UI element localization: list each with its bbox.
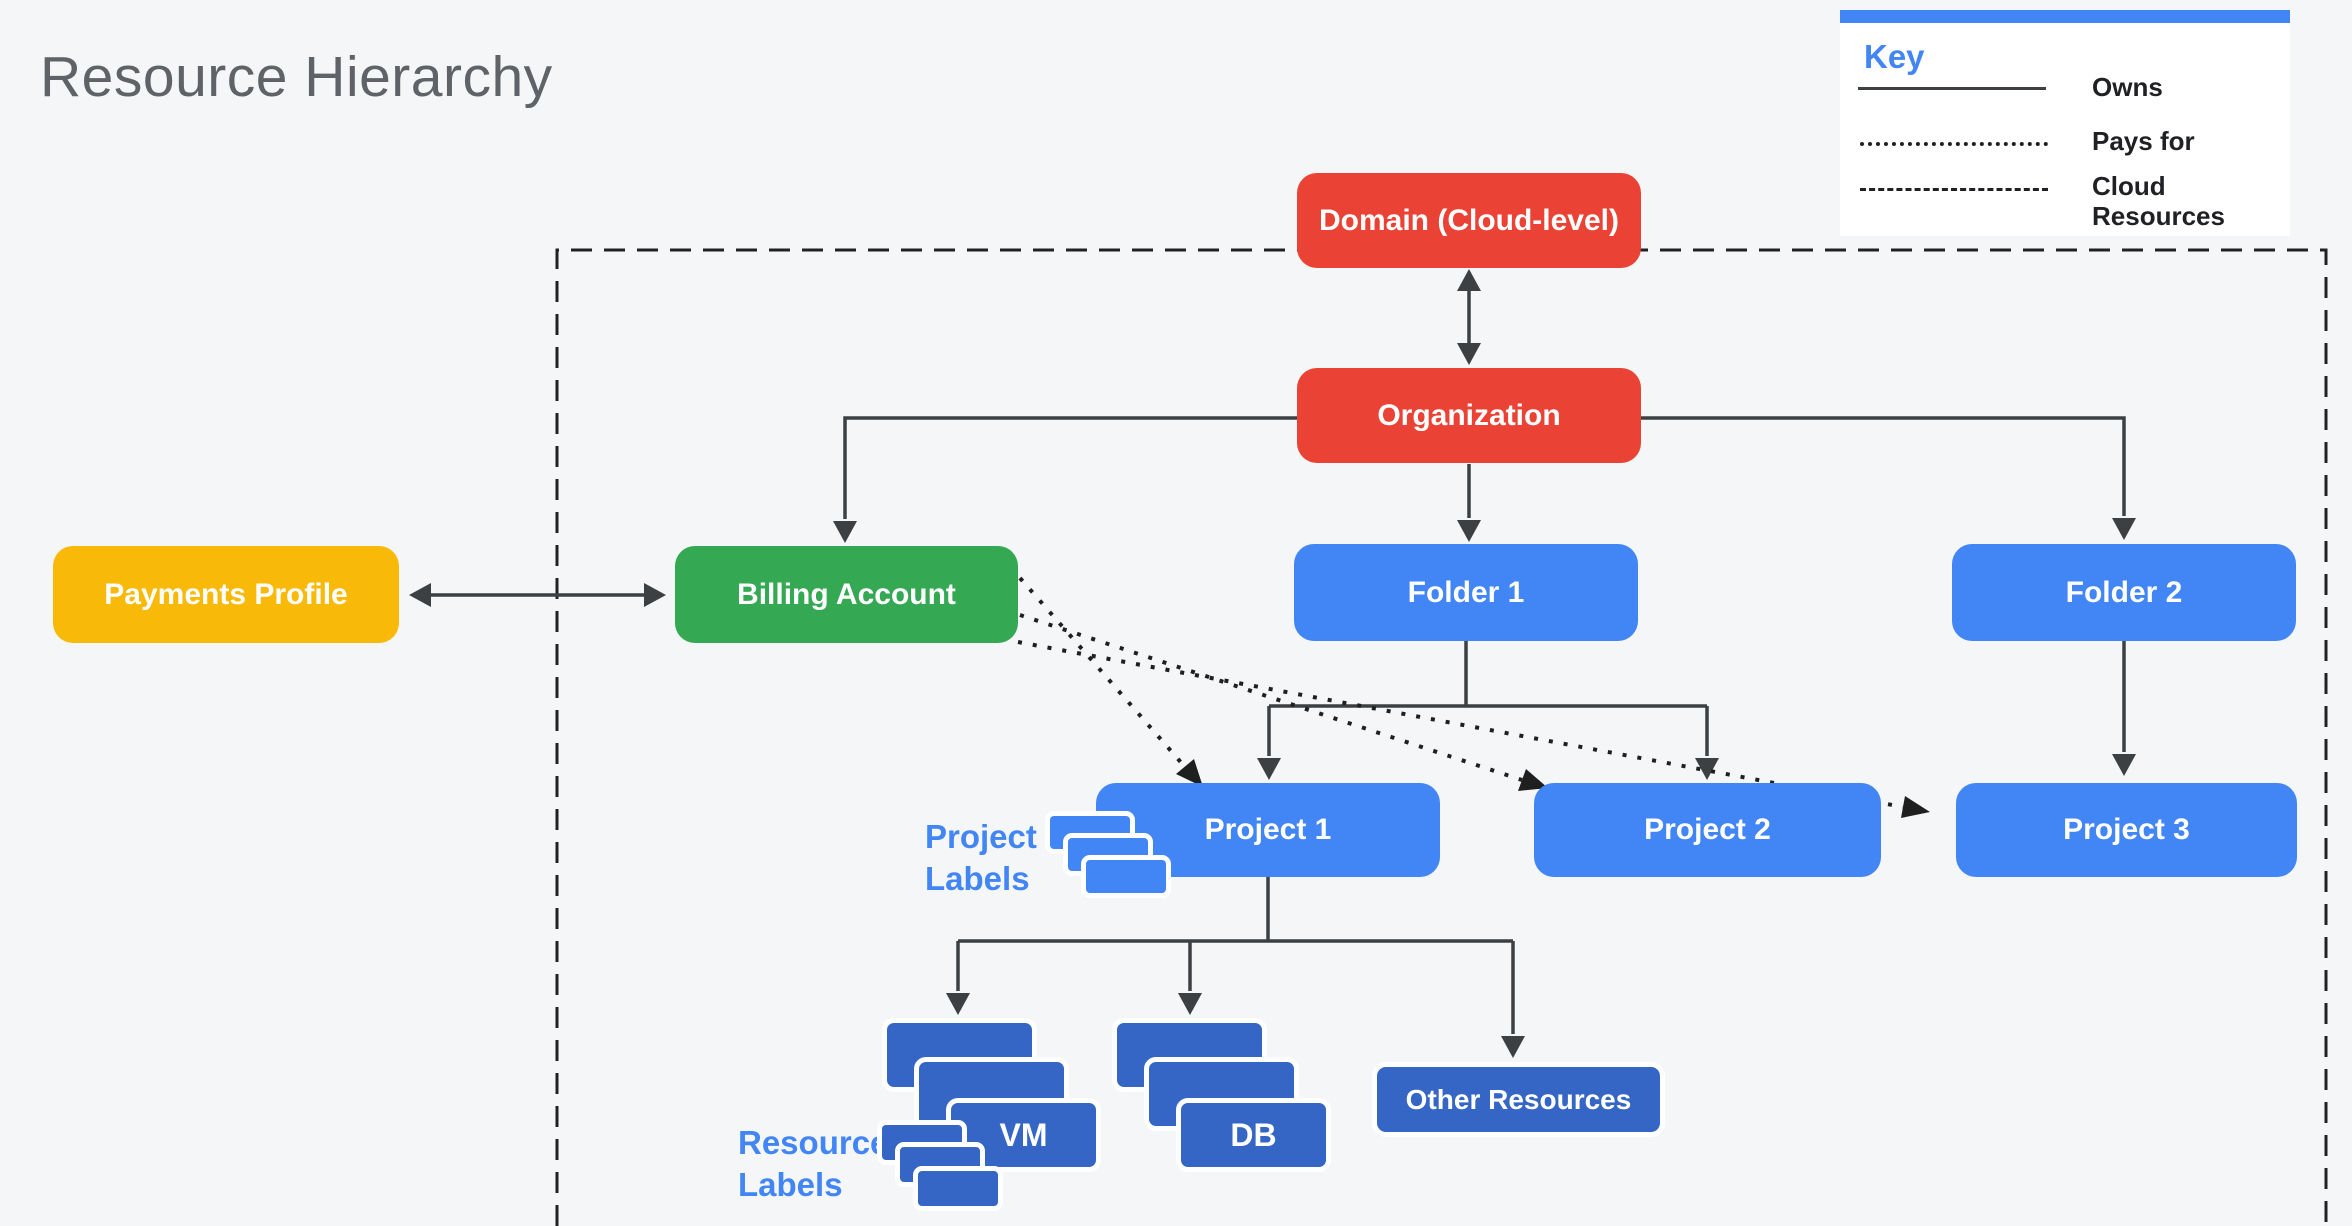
page-title: Resource Hierarchy bbox=[40, 45, 553, 109]
pays-for-arrowheads bbox=[1176, 759, 1930, 818]
project-label-card bbox=[1081, 855, 1171, 898]
resource-label-card bbox=[913, 1166, 1003, 1211]
cloud-resources-line-sample bbox=[1860, 188, 2048, 191]
annotation-project-labels: Project Labels bbox=[925, 816, 1037, 900]
pays-for-line-sample bbox=[1860, 142, 2048, 146]
node-other-resources: Other Resources bbox=[1372, 1062, 1665, 1137]
node-billing-account: Billing Account bbox=[675, 546, 1018, 643]
legend-label-pays-for: Pays for bbox=[2092, 126, 2195, 156]
node-project-1: Project 1 bbox=[1096, 783, 1440, 877]
legend: Key Owns Pays for Cloud Resources bbox=[1840, 10, 2290, 236]
owns-connectors bbox=[425, 280, 2126, 1034]
annotation-resource-labels: Resource Labels bbox=[738, 1122, 888, 1206]
node-organization: Organization bbox=[1297, 368, 1641, 463]
legend-label-cloud-resources: Cloud Resources bbox=[2092, 171, 2225, 231]
legend-label-owns: Owns bbox=[2092, 72, 2163, 102]
legend-title: Key bbox=[1864, 38, 1925, 75]
owns-line-sample bbox=[1858, 87, 2046, 90]
node-db: DB bbox=[1176, 1098, 1331, 1172]
legend-header-bar bbox=[1840, 10, 2290, 23]
annotation-line: Labels bbox=[925, 860, 1030, 898]
node-payments-profile: Payments Profile bbox=[53, 546, 399, 643]
node-project-3: Project 3 bbox=[1956, 783, 2297, 877]
node-folder-2: Folder 2 bbox=[1952, 544, 2296, 641]
annotation-line: Project bbox=[925, 818, 1037, 855]
node-domain: Domain (Cloud-level) bbox=[1297, 173, 1641, 268]
pays-for-connectors bbox=[1017, 576, 1904, 809]
annotation-line: Resource bbox=[738, 1124, 889, 1161]
node-project-2: Project 2 bbox=[1534, 783, 1881, 877]
owns-arrowheads bbox=[409, 269, 2136, 1058]
node-folder-1: Folder 1 bbox=[1294, 544, 1638, 641]
annotation-line: Labels bbox=[738, 1166, 843, 1204]
